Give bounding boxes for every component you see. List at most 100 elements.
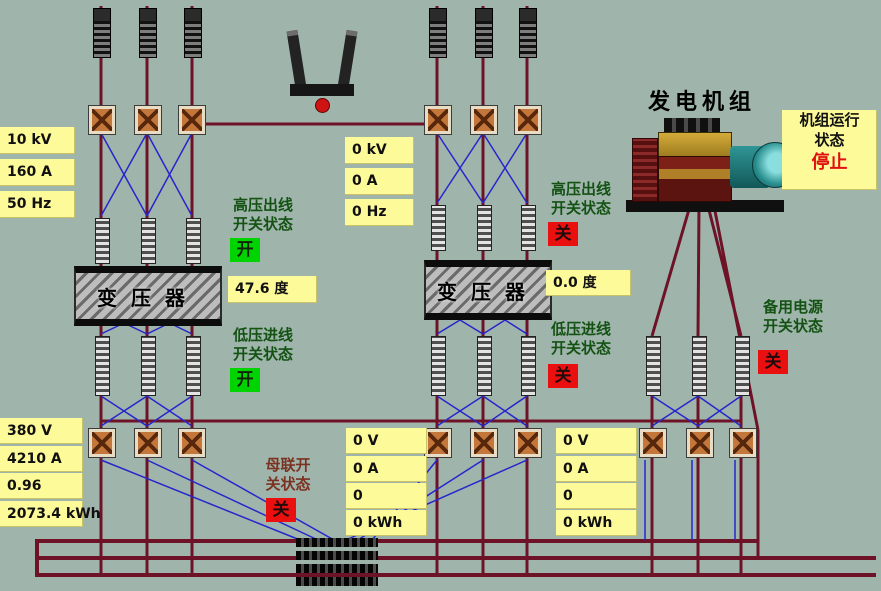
bus-tie-label-line2: 关状态 bbox=[265, 475, 311, 493]
incomer-breaker[interactable] bbox=[519, 8, 537, 58]
hv-current-mid: 0 A bbox=[345, 168, 414, 195]
hv-switch[interactable] bbox=[521, 205, 536, 251]
crane-hook-icon bbox=[286, 29, 358, 114]
incomer-breaker[interactable] bbox=[429, 8, 447, 58]
disconnect-switch[interactable] bbox=[686, 428, 714, 458]
t1-lv-switch-state[interactable]: 开 bbox=[230, 368, 260, 392]
t2-hv-label-line1: 高压出线 bbox=[550, 180, 611, 198]
lv-voltage-right: 0 V bbox=[556, 428, 637, 454]
generator-run-status-panel: 机组运行 状态 停止 bbox=[782, 110, 877, 190]
disconnect-switch[interactable] bbox=[134, 428, 162, 458]
bus-tie-label-line1: 母联开 bbox=[265, 456, 311, 474]
backup-power-label: 备用电源 开关状态 bbox=[750, 298, 836, 336]
lv-current-right: 0 A bbox=[556, 456, 637, 482]
hv-frequency-mid: 0 Hz bbox=[345, 199, 414, 226]
lv-switch[interactable] bbox=[95, 336, 110, 396]
disconnect-switch[interactable] bbox=[88, 428, 116, 458]
busbar-slab bbox=[296, 538, 378, 547]
hook-ball bbox=[315, 98, 330, 113]
t1-hv-label-line1: 高压出线 bbox=[232, 196, 293, 214]
generator-feeder-switch[interactable] bbox=[735, 336, 750, 396]
lv-switch[interactable] bbox=[477, 336, 492, 396]
t2-hv-switch-state[interactable]: 关 bbox=[548, 222, 578, 246]
lv-switch[interactable] bbox=[521, 336, 536, 396]
t1-hv-switch-state[interactable]: 开 bbox=[230, 238, 260, 262]
generator-base bbox=[626, 200, 784, 212]
hv-switch[interactable] bbox=[141, 218, 156, 264]
t1-lv-switch-label: 低压进线 开关状态 bbox=[224, 326, 302, 364]
t2-lv-switch-state[interactable]: 关 bbox=[548, 364, 578, 388]
incomer-breaker[interactable] bbox=[184, 8, 202, 58]
generator-radiator bbox=[632, 138, 658, 202]
incomer-breaker[interactable] bbox=[93, 8, 111, 58]
t1-hv-switch-label: 高压出线 开关状态 bbox=[224, 196, 302, 234]
generator-title: 发电机组 bbox=[648, 90, 757, 115]
disconnect-switch[interactable] bbox=[134, 105, 162, 135]
disconnect-switch[interactable] bbox=[424, 105, 452, 135]
hook-bar bbox=[290, 84, 354, 96]
generator-engine-head bbox=[658, 132, 732, 158]
t1-lv-label-line1: 低压进线 bbox=[232, 326, 293, 344]
generator-feeder-switch[interactable] bbox=[646, 336, 661, 396]
generator-feeder-switch[interactable] bbox=[692, 336, 707, 396]
t2-lv-switch-label: 低压进线 开关状态 bbox=[542, 320, 620, 358]
busbar-slab bbox=[296, 551, 378, 560]
disconnect-switch[interactable] bbox=[178, 105, 206, 135]
t2-hv-switch-label: 高压出线 开关状态 bbox=[542, 180, 620, 218]
generator-run-status-line2: 状态 bbox=[814, 131, 845, 149]
transformer-2[interactable]: 变压器 bbox=[424, 260, 552, 320]
busbar-slab bbox=[296, 577, 378, 586]
disconnect-switch[interactable] bbox=[470, 428, 498, 458]
generator-exhaust bbox=[664, 118, 720, 134]
lv-current-left: 4210 A bbox=[0, 446, 83, 472]
lv-voltage-left: 380 V bbox=[0, 418, 83, 444]
incomer-breaker[interactable] bbox=[139, 8, 157, 58]
t2-temperature: 0.0 度 bbox=[546, 270, 631, 296]
hv-current-left: 160 A bbox=[0, 159, 75, 186]
disconnect-switch[interactable] bbox=[639, 428, 667, 458]
incomer-breaker[interactable] bbox=[475, 8, 493, 58]
hv-voltage-left: 10 kV bbox=[0, 127, 75, 154]
hv-switch[interactable] bbox=[186, 218, 201, 264]
bus-tie-state[interactable]: 关 bbox=[266, 498, 296, 522]
lv-switch[interactable] bbox=[431, 336, 446, 396]
disconnect-switch[interactable] bbox=[88, 105, 116, 135]
backup-power-state[interactable]: 关 bbox=[758, 350, 788, 374]
transformer-2-label: 变压器 bbox=[437, 279, 539, 304]
generator-run-status-line1: 机组运行 bbox=[799, 111, 860, 129]
transformer-1-label: 变压器 bbox=[97, 285, 199, 310]
lv-current-mid: 0 A bbox=[346, 456, 427, 482]
lv-switch[interactable] bbox=[186, 336, 201, 396]
busbar-stack bbox=[296, 538, 378, 590]
disconnect-switch[interactable] bbox=[514, 428, 542, 458]
lv-power-factor-left: 0.96 bbox=[0, 473, 83, 499]
hv-frequency-left: 50 Hz bbox=[0, 191, 75, 218]
backup-power-label-line1: 备用电源 bbox=[762, 298, 823, 316]
disconnect-switch[interactable] bbox=[178, 428, 206, 458]
t2-lv-label-line2: 开关状态 bbox=[550, 339, 611, 357]
disconnect-switch[interactable] bbox=[514, 105, 542, 135]
disconnect-switch[interactable] bbox=[729, 428, 757, 458]
lv-voltage-mid: 0 V bbox=[346, 428, 427, 454]
generator-run-status-value: 停止 bbox=[811, 152, 848, 173]
busbar-lines bbox=[35, 539, 876, 577]
lv-energy-left: 2073.4 kWh bbox=[0, 501, 101, 527]
backup-power-label-line2: 开关状态 bbox=[762, 317, 823, 335]
disconnect-switch[interactable] bbox=[470, 105, 498, 135]
control-wires bbox=[100, 132, 742, 541]
t1-lv-label-line2: 开关状态 bbox=[232, 345, 293, 363]
disconnect-switch[interactable] bbox=[424, 428, 452, 458]
transformer-1[interactable]: 变压器 bbox=[74, 266, 222, 326]
busbar-slab bbox=[296, 564, 378, 573]
hv-switch[interactable] bbox=[431, 205, 446, 251]
hv-switch[interactable] bbox=[477, 205, 492, 251]
hv-voltage-mid: 0 kV bbox=[345, 137, 414, 164]
hook-prong-right bbox=[337, 29, 358, 92]
t1-hv-label-line2: 开关状态 bbox=[232, 215, 293, 233]
hv-switch[interactable] bbox=[95, 218, 110, 264]
lv-energy-mid: 0 kWh bbox=[346, 510, 427, 536]
lv-switch[interactable] bbox=[141, 336, 156, 396]
generator-graphic[interactable] bbox=[626, 112, 798, 214]
